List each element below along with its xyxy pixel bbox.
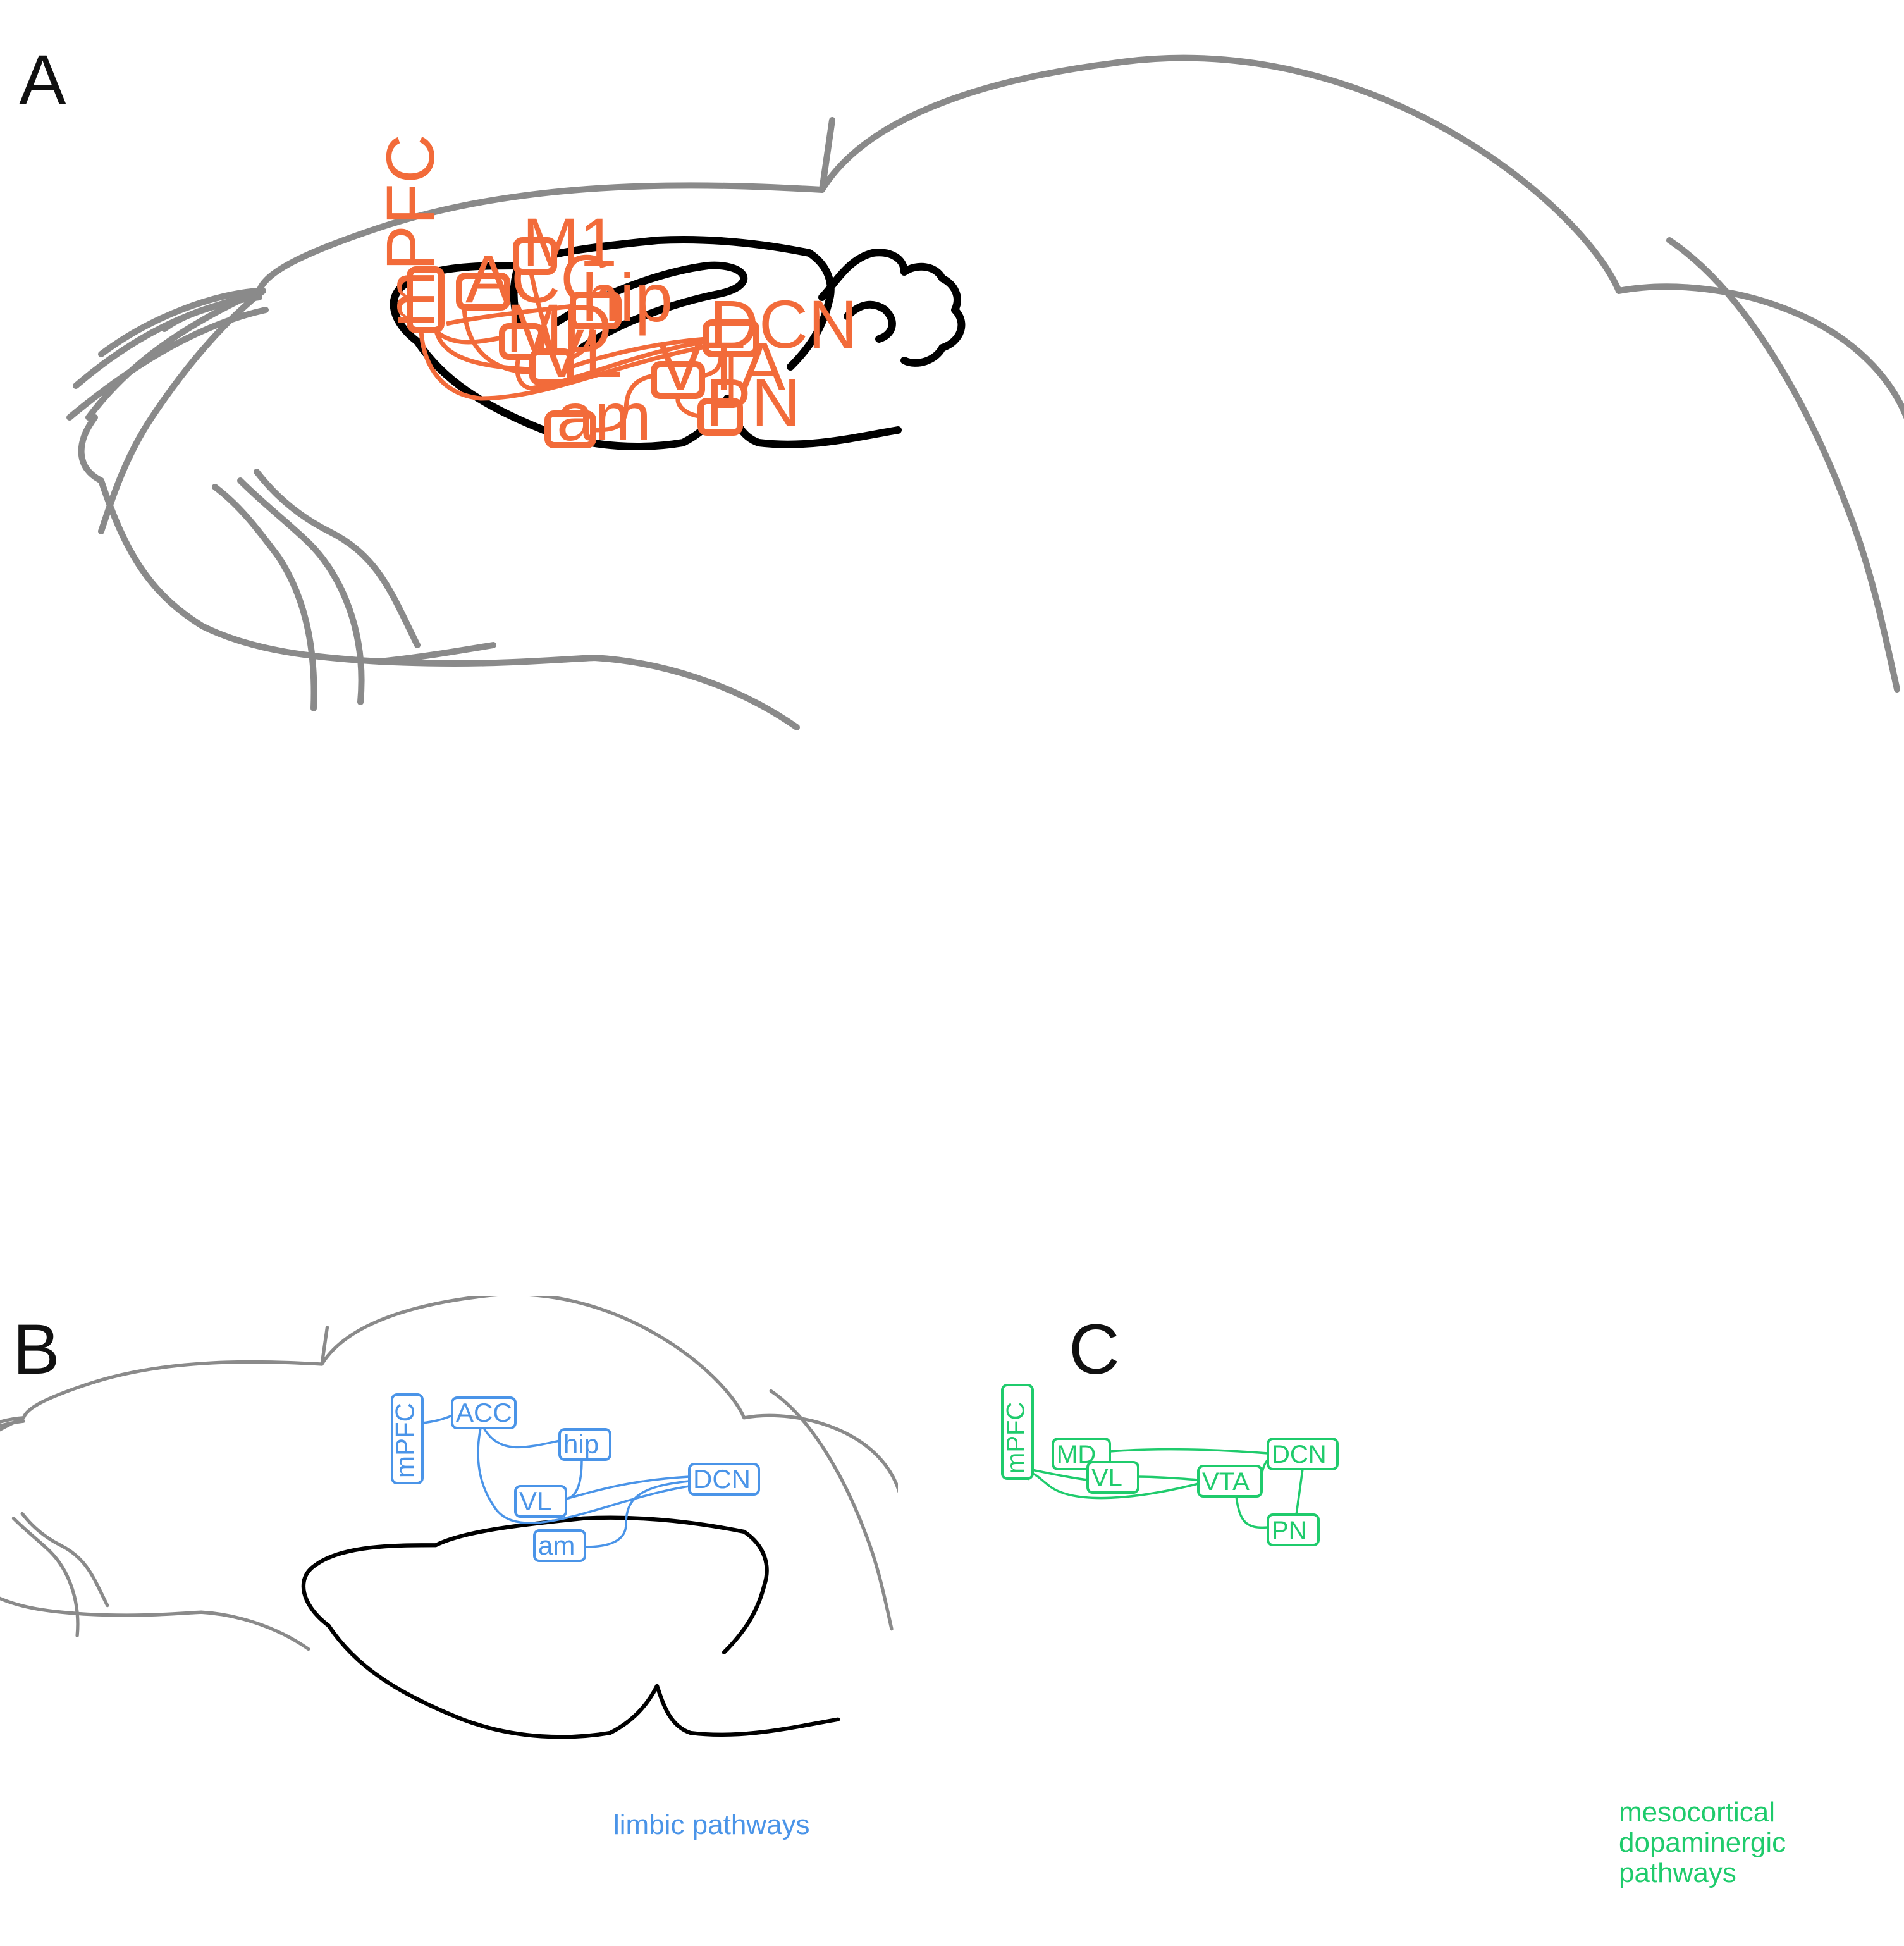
panel-a: A mPFC ACC M1 h (19, 40, 1904, 730)
svg-text:am: am (556, 378, 651, 455)
svg-text:DCN: DCN (693, 1464, 751, 1494)
svg-text:PN: PN (706, 364, 801, 441)
svg-text:am: am (538, 1530, 575, 1560)
node-mpfc-c[interactable]: mPFC (1001, 1384, 1034, 1480)
mouse-outline-b (0, 1296, 898, 1651)
svg-text:hip: hip (563, 1429, 599, 1459)
svg-text:VTA: VTA (1202, 1468, 1250, 1496)
caption-b: limbic pathways (613, 1809, 810, 1840)
svg-text:ACC: ACC (456, 1398, 512, 1427)
svg-text:DCN: DCN (709, 286, 857, 362)
node-dcn-a[interactable]: DCN (703, 286, 857, 362)
panel-a-letter: A (19, 40, 66, 120)
edge (422, 1414, 453, 1424)
edge (1235, 1496, 1268, 1529)
node-hip-a[interactable]: hip (570, 259, 673, 336)
edge (584, 1480, 690, 1548)
edges-a (419, 273, 734, 433)
node-acc-b[interactable]: ACC (451, 1396, 517, 1429)
svg-text:VL: VL (1091, 1464, 1122, 1492)
mouse-outline (66, 54, 1904, 730)
edge (477, 1427, 690, 1524)
svg-text:DCN: DCN (1272, 1441, 1327, 1469)
svg-text:hip: hip (582, 259, 673, 336)
node-mpfc-b[interactable]: mPFC (390, 1393, 424, 1484)
node-mpfc-a[interactable]: mPFC (372, 134, 448, 333)
node-vta-c[interactable]: VTA (1197, 1465, 1263, 1498)
edge (482, 1427, 560, 1449)
node-dcn-b[interactable]: DCN (688, 1463, 760, 1496)
node-am-a[interactable]: am (544, 378, 651, 455)
svg-text:mPFC: mPFC (372, 134, 448, 328)
node-m1-a[interactable]: M1 (513, 204, 617, 280)
svg-text:PN: PN (1272, 1517, 1307, 1544)
node-am-b[interactable]: am (533, 1529, 586, 1562)
brain-outline-b (301, 1515, 840, 1739)
edge (1109, 1448, 1268, 1455)
edge (1026, 1472, 1199, 1500)
node-vl-c[interactable]: VL (1086, 1461, 1139, 1494)
svg-text:VL: VL (519, 1486, 551, 1516)
brain-outline (390, 235, 966, 450)
caption-c: mesocortical dopaminergic pathways (1619, 1797, 1793, 1888)
node-vl-b[interactable]: VL (514, 1485, 567, 1518)
node-dcn-c[interactable]: DCN (1267, 1438, 1339, 1470)
node-pn-c[interactable]: PN (1267, 1513, 1320, 1546)
node-pn-a[interactable]: PN (697, 364, 801, 441)
edge (565, 1459, 583, 1500)
svg-text:mPFC: mPFC (390, 1403, 420, 1478)
panel-c-letter: C (1069, 1310, 1120, 1389)
edge (565, 1475, 690, 1500)
edge (1295, 1469, 1304, 1515)
pathway-diagram-a: mPFC ACC M1 hip MD VL DCN VTA PN am (372, 134, 857, 455)
panel-c: C mesocortical dopaminergic pathways mPF… (1001, 1310, 1793, 1888)
svg-text:M1: M1 (522, 204, 617, 280)
svg-text:mPFC: mPFC (1002, 1402, 1030, 1474)
node-md-a[interactable]: MD (499, 290, 612, 366)
panel-b-letter: B (13, 1310, 60, 1389)
edge (1138, 1475, 1199, 1481)
node-hip-b[interactable]: hip (558, 1428, 611, 1461)
